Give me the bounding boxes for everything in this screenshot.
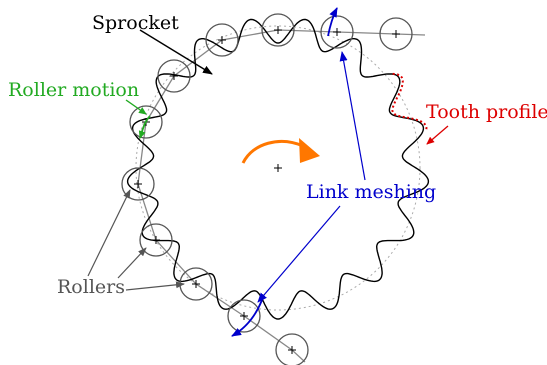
tooth-profile-highlight bbox=[391, 72, 428, 132]
roller-circle bbox=[139, 223, 173, 257]
roller-circle bbox=[129, 105, 163, 139]
roller-circle bbox=[261, 13, 295, 47]
label-tooth-profile: Tooth profile bbox=[426, 101, 547, 123]
tooth-profile-leader bbox=[426, 125, 449, 145]
roller bbox=[261, 13, 295, 47]
roller bbox=[205, 23, 239, 57]
roller-circle bbox=[275, 333, 309, 365]
roller bbox=[179, 267, 213, 301]
link-meshing-arrow-bottom bbox=[231, 299, 263, 337]
link-meshing-leader-top bbox=[339, 51, 366, 181]
label-link-meshing: Link meshing bbox=[306, 181, 436, 203]
rotation-arrow-head bbox=[299, 138, 320, 163]
rollers-leader-1 bbox=[87, 189, 131, 277]
label-sprocket: Sprocket bbox=[92, 12, 179, 34]
roller bbox=[139, 223, 173, 257]
rotation-arrow bbox=[241, 140, 304, 164]
roller-motion-arrow bbox=[138, 115, 151, 139]
roller bbox=[379, 17, 413, 51]
roller-motion-leader bbox=[125, 99, 147, 115]
rollers-leader-2 bbox=[117, 247, 147, 279]
roller bbox=[275, 333, 309, 365]
roller-circle bbox=[121, 167, 155, 201]
roller bbox=[227, 299, 261, 333]
roller-circle bbox=[205, 23, 239, 57]
roller bbox=[157, 59, 191, 93]
sprocket-leader-arrow bbox=[139, 29, 213, 75]
roller bbox=[121, 167, 155, 201]
link-meshing-leader-bottom bbox=[257, 205, 341, 303]
label-roller-motion: Roller motion bbox=[8, 79, 139, 101]
roller-circle bbox=[379, 17, 413, 51]
roller-circle bbox=[157, 59, 191, 93]
rollers-leader-3 bbox=[125, 281, 185, 291]
label-rollers: Rollers bbox=[57, 276, 125, 298]
roller-circle bbox=[227, 299, 261, 333]
link-meshing-arrow-top bbox=[327, 7, 338, 37]
sprocket-centre-mark bbox=[274, 164, 282, 172]
